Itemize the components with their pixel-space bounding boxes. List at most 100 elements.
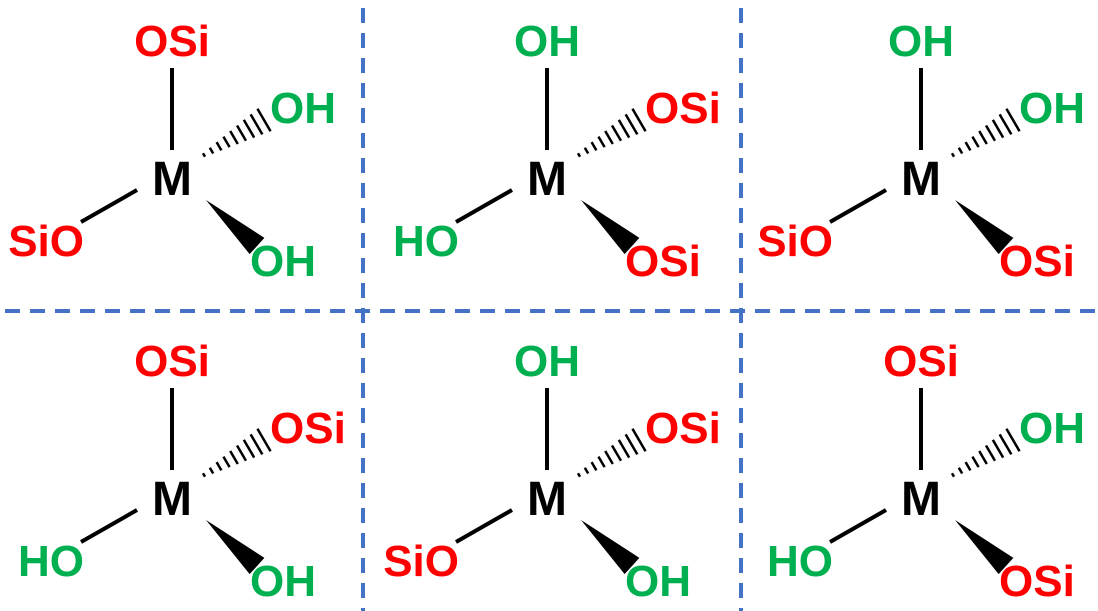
- substituent-hashed-label: OH: [1019, 404, 1085, 453]
- hash-mark: [978, 130, 988, 145]
- metal-center-label: M: [152, 473, 192, 526]
- substituent-wedge-label: OSi: [999, 237, 1075, 286]
- substituent-top-label: OH: [888, 17, 954, 66]
- metal-center-label: M: [527, 473, 567, 526]
- substituent-wedge-label: OSi: [999, 557, 1075, 606]
- hash-mark: [242, 439, 256, 459]
- substituent-hashed-label: OH: [1019, 84, 1085, 133]
- hash-mark: [576, 152, 582, 158]
- hash-mark: [1005, 428, 1021, 452]
- hash-mark: [1005, 108, 1021, 132]
- substituent-hashed-label: OSi: [645, 404, 721, 453]
- metal-center-label: M: [901, 473, 941, 526]
- hash-mark: [957, 467, 964, 475]
- hash-mark: [998, 433, 1013, 456]
- substituent-wedge-label: OH: [625, 557, 691, 606]
- hashed-bond: [950, 108, 1021, 158]
- hash-mark: [242, 119, 256, 139]
- hash-mark: [991, 439, 1005, 459]
- hash-mark: [201, 472, 207, 478]
- hash-mark: [249, 113, 264, 136]
- hash-mark: [964, 141, 972, 151]
- hash-mark: [971, 135, 980, 148]
- bond-left: [829, 508, 887, 544]
- bond-left: [829, 188, 887, 224]
- bond-left: [455, 508, 513, 544]
- hash-mark: [215, 461, 223, 471]
- hashed-bond: [950, 428, 1021, 478]
- hash-mark: [617, 439, 631, 459]
- substituent-hashed-label: OSi: [270, 404, 346, 453]
- hash-mark: [964, 461, 972, 471]
- hash-mark: [256, 108, 272, 132]
- hashed-bond: [201, 428, 272, 478]
- grid-dividers: [5, 8, 1098, 611]
- substituent-left-label: SiO: [383, 537, 459, 586]
- hash-mark: [950, 472, 956, 478]
- hash-mark: [208, 467, 215, 475]
- substituent-left-label: HO: [393, 217, 459, 266]
- hash-mark: [597, 135, 606, 148]
- wedge-bond: [955, 200, 1014, 255]
- substituent-left-label: SiO: [8, 217, 84, 266]
- hash-mark: [576, 472, 582, 478]
- hash-mark: [583, 147, 590, 155]
- hash-mark: [201, 152, 207, 158]
- bond-left: [80, 188, 138, 224]
- hash-mark: [583, 467, 590, 475]
- substituent-hashed-label: OSi: [645, 84, 721, 133]
- wedge-bond: [206, 520, 265, 575]
- hash-mark: [222, 455, 231, 468]
- hash-mark: [590, 461, 598, 471]
- substituent-top-label: OSi: [883, 337, 959, 386]
- wedge-bond: [581, 200, 640, 255]
- metal-center-label: M: [527, 153, 567, 206]
- hash-mark: [624, 113, 639, 136]
- hashed-bond: [576, 108, 647, 158]
- hash-mark: [610, 124, 623, 142]
- substituent-top-label: OH: [514, 337, 580, 386]
- hash-mark: [235, 124, 248, 142]
- hash-mark: [604, 450, 614, 465]
- hash-mark: [998, 113, 1013, 136]
- molecule-3: M OH OH SiO OSi: [757, 17, 1085, 286]
- substituent-hashed-label: OH: [270, 84, 336, 133]
- wedge-bond: [206, 200, 265, 255]
- substituent-wedge-label: OSi: [625, 237, 701, 286]
- metal-center-label: M: [901, 153, 941, 206]
- substituent-left-label: HO: [18, 537, 84, 586]
- hash-mark: [984, 444, 997, 462]
- hash-mark: [631, 108, 647, 132]
- substituent-top-label: OSi: [134, 17, 210, 66]
- hash-mark: [249, 433, 264, 456]
- hash-mark: [950, 152, 956, 158]
- hash-mark: [991, 119, 1005, 139]
- substituent-left-label: HO: [767, 537, 833, 586]
- wedge-bond: [955, 520, 1014, 575]
- hash-mark: [971, 455, 980, 468]
- substituent-wedge-label: OH: [250, 237, 316, 286]
- hash-mark: [597, 455, 606, 468]
- hash-mark: [208, 147, 215, 155]
- hash-mark: [215, 141, 223, 151]
- hash-mark: [229, 130, 239, 145]
- substituent-top-label: OH: [514, 17, 580, 66]
- substituent-wedge-label: OH: [250, 557, 316, 606]
- hash-mark: [256, 428, 272, 452]
- substituent-left-label: SiO: [757, 217, 833, 266]
- hashed-bond: [576, 428, 647, 478]
- hash-mark: [624, 433, 639, 456]
- hash-mark: [610, 444, 623, 462]
- bond-left: [455, 188, 513, 224]
- substituent-top-label: OSi: [134, 337, 210, 386]
- metal-center-label: M: [152, 153, 192, 206]
- hash-mark: [604, 130, 614, 145]
- hash-mark: [631, 428, 647, 452]
